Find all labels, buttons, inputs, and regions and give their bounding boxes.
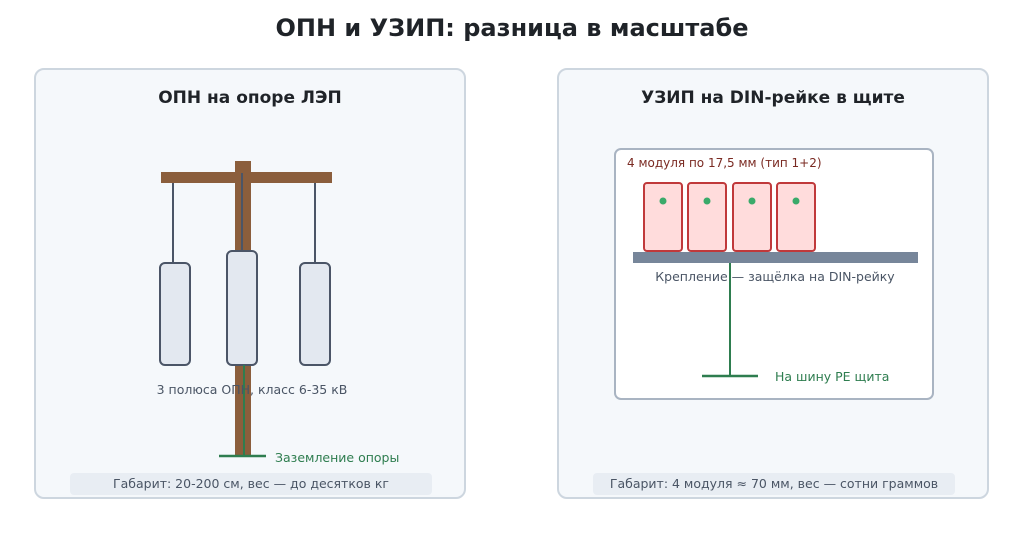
spd-din-diagram: 4 модуля по 17,5 мм (тип 1+2) Крепление …	[614, 148, 934, 400]
spd-panel-title: УЗИП на DIN-рейке в щите	[641, 88, 905, 108]
modules-label: 4 модуля по 17,5 мм (тип 1+2)	[627, 156, 822, 170]
spd-module-2	[687, 182, 727, 252]
indicator-4	[792, 197, 800, 205]
ground-label: Заземление опоры	[275, 450, 399, 465]
indicator-1	[659, 197, 667, 205]
spd-panel: УЗИП на DIN-рейке в щите 4 модуля по 17,…	[557, 68, 989, 499]
mount-label: Крепление — защёлка на DIN-рейку	[655, 269, 895, 284]
arrester-right	[299, 262, 331, 366]
opn-footer: Габарит: 20-200 см, вес — до десятков кг	[70, 473, 432, 495]
page-title: ОПН и УЗИП: разница в масштабе	[275, 14, 749, 42]
spd-module-3	[732, 182, 772, 252]
indicator-2	[703, 197, 711, 205]
opn-pole-diagram: 3 полюса ОПН, класс 6-35 кВ Заземление о…	[157, 161, 399, 465]
arrester-center	[226, 250, 258, 366]
pe-label: На шину PE щита	[775, 369, 889, 384]
opn-panel: ОПН на опоре ЛЭП 3 полюса ОПН, класс 6-3…	[34, 68, 466, 499]
crossarm	[161, 172, 332, 183]
din-rail	[633, 252, 918, 263]
opn-panel-title: ОПН на опоре ЛЭП	[158, 88, 342, 108]
spd-footer: Габарит: 4 модуля ≈ 70 мм, вес — сотни г…	[593, 473, 955, 495]
spd-module-4	[776, 182, 816, 252]
arrester-left	[159, 262, 191, 366]
poles-label: 3 полюса ОПН, класс 6-35 кВ	[157, 382, 348, 397]
indicator-3	[748, 197, 756, 205]
spd-module-1	[643, 182, 683, 252]
